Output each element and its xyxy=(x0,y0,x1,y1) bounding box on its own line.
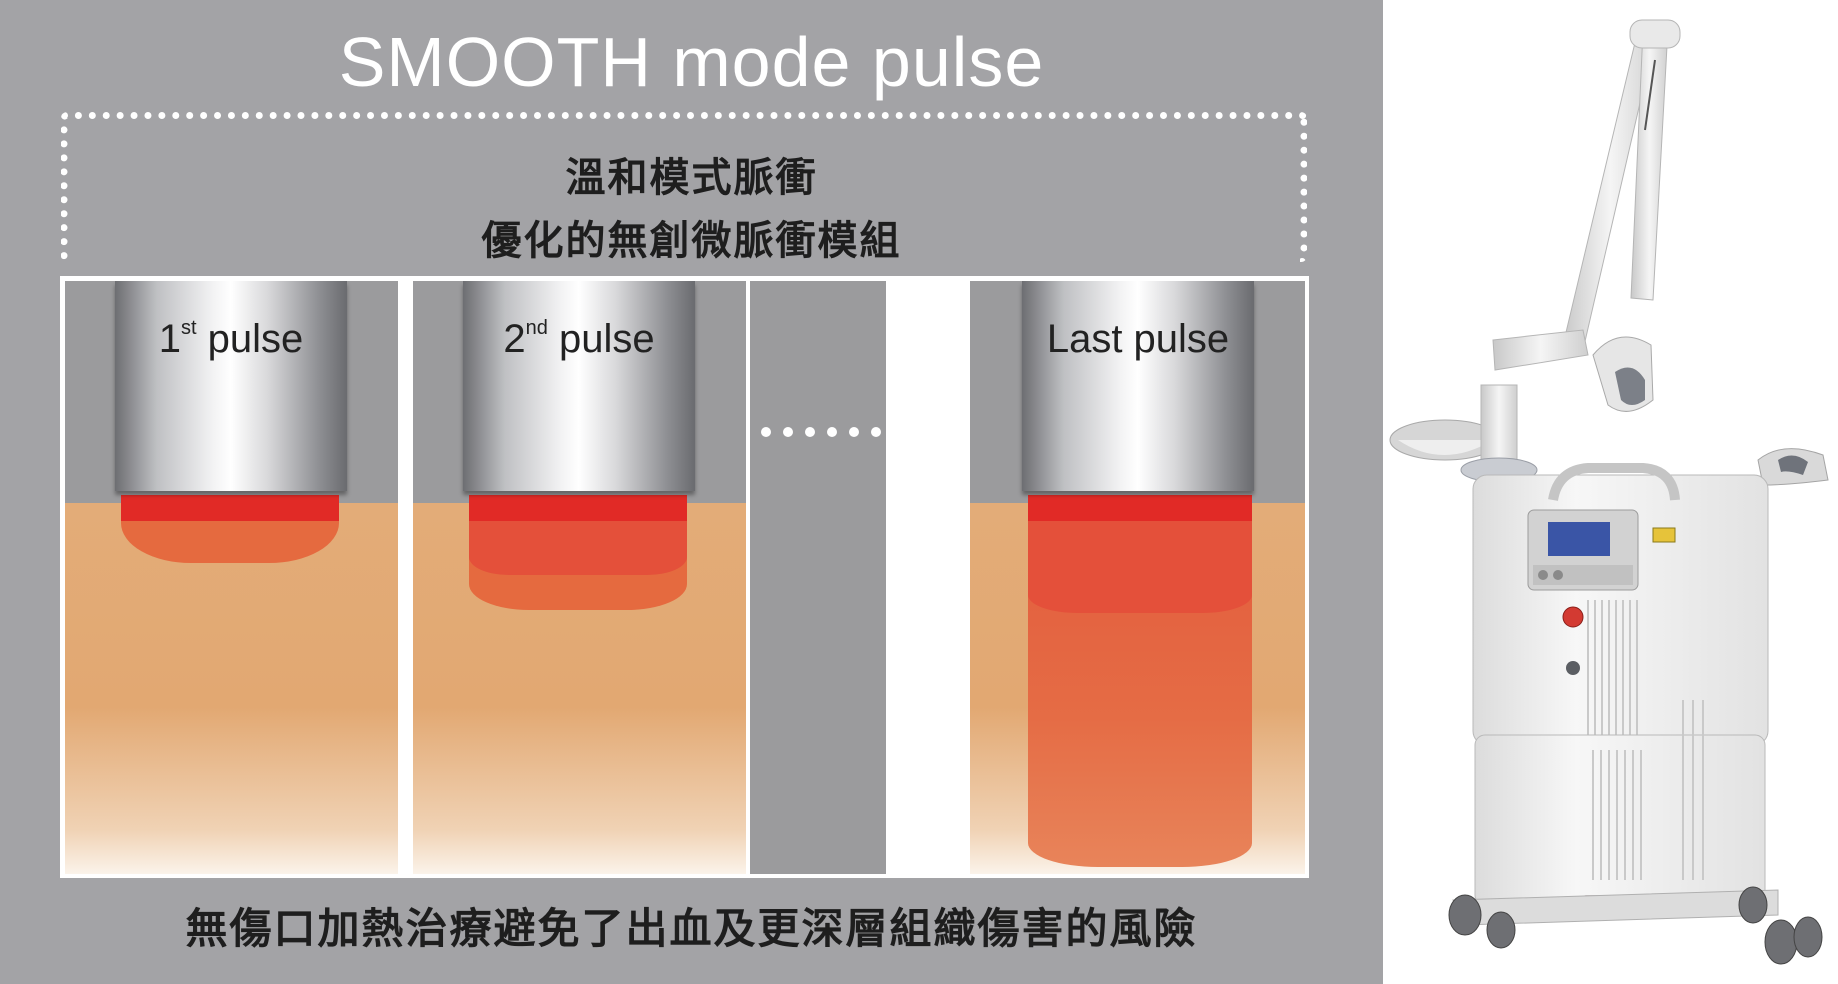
laser-probe: 1st pulse xyxy=(115,281,347,491)
info-panel: SMOOTH mode pulse 溫和模式脈衝 優化的無創微脈衝模組 1st … xyxy=(0,0,1383,984)
probe-label: 1st pulse xyxy=(158,317,304,361)
dotted-arrow-right-icon xyxy=(761,404,928,460)
pulse-panel-last: Last pulse xyxy=(970,281,1305,874)
heat-surface xyxy=(121,495,339,521)
pulse-panel-1: 1st pulse xyxy=(65,281,398,874)
bottom-caption: 無傷口加熱治療避免了出血及更深層組織傷害的風險 xyxy=(185,904,1198,953)
pulse-diagram: 1st pulse 2nd pulse xyxy=(60,276,1309,878)
page-title: SMOOTH mode pulse xyxy=(338,23,1045,101)
probe-label: Last pulse xyxy=(1046,317,1230,361)
heat-surface xyxy=(469,495,687,521)
subtitle-line-1: 溫和模式脈衝 xyxy=(565,155,818,201)
laser-probe: 2nd pulse xyxy=(463,281,695,491)
pulse-panel-2: 2nd pulse xyxy=(413,281,746,874)
probe-label: 2nd pulse xyxy=(503,317,655,361)
subtitle-line-2: 優化的無創微脈衝模組 xyxy=(481,218,902,264)
gap-panel xyxy=(750,281,886,874)
laser-device-image xyxy=(1389,19,1829,965)
skin-layer xyxy=(65,503,398,874)
laser-probe: Last pulse xyxy=(1022,281,1254,491)
dotted-frame xyxy=(61,112,1307,262)
heat-surface xyxy=(1028,495,1252,521)
